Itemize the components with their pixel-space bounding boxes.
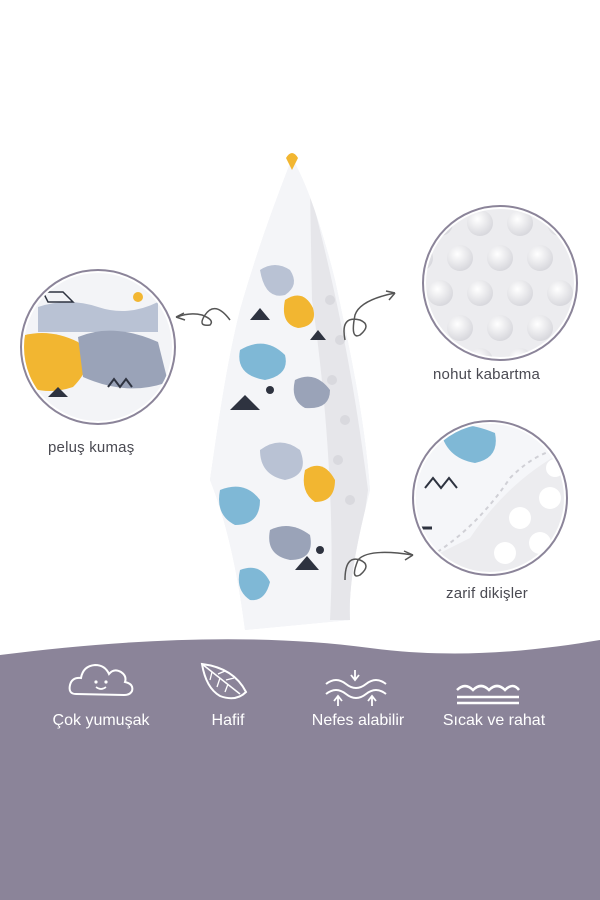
cloud-icon — [68, 663, 134, 697]
warm-layers-icon — [456, 684, 520, 705]
arrow-to-bumps-icon — [343, 290, 396, 341]
fabric-label: peluş kumaş — [48, 439, 135, 456]
fabric-closeup — [20, 269, 176, 425]
stitches-closeup — [412, 420, 568, 576]
breathable-icon — [325, 670, 387, 706]
feature-label-breathable: Nefes alabilir — [311, 712, 405, 729]
feature-label-warm: Sıcak ve rahat — [442, 712, 546, 729]
bumps-label: nohut kabartma — [433, 366, 541, 383]
bumps-closeup — [422, 205, 578, 361]
feature-label-light: Hafif — [211, 712, 245, 729]
stitches-label: zarif dikişler — [446, 585, 528, 602]
leaf-icon — [200, 662, 248, 700]
feature-label-soft: Çok yumuşak — [52, 712, 150, 729]
arrow-to-stitches-icon — [344, 550, 414, 581]
hanging-blanket — [210, 153, 370, 630]
arrow-to-fabric-icon — [175, 307, 231, 327]
